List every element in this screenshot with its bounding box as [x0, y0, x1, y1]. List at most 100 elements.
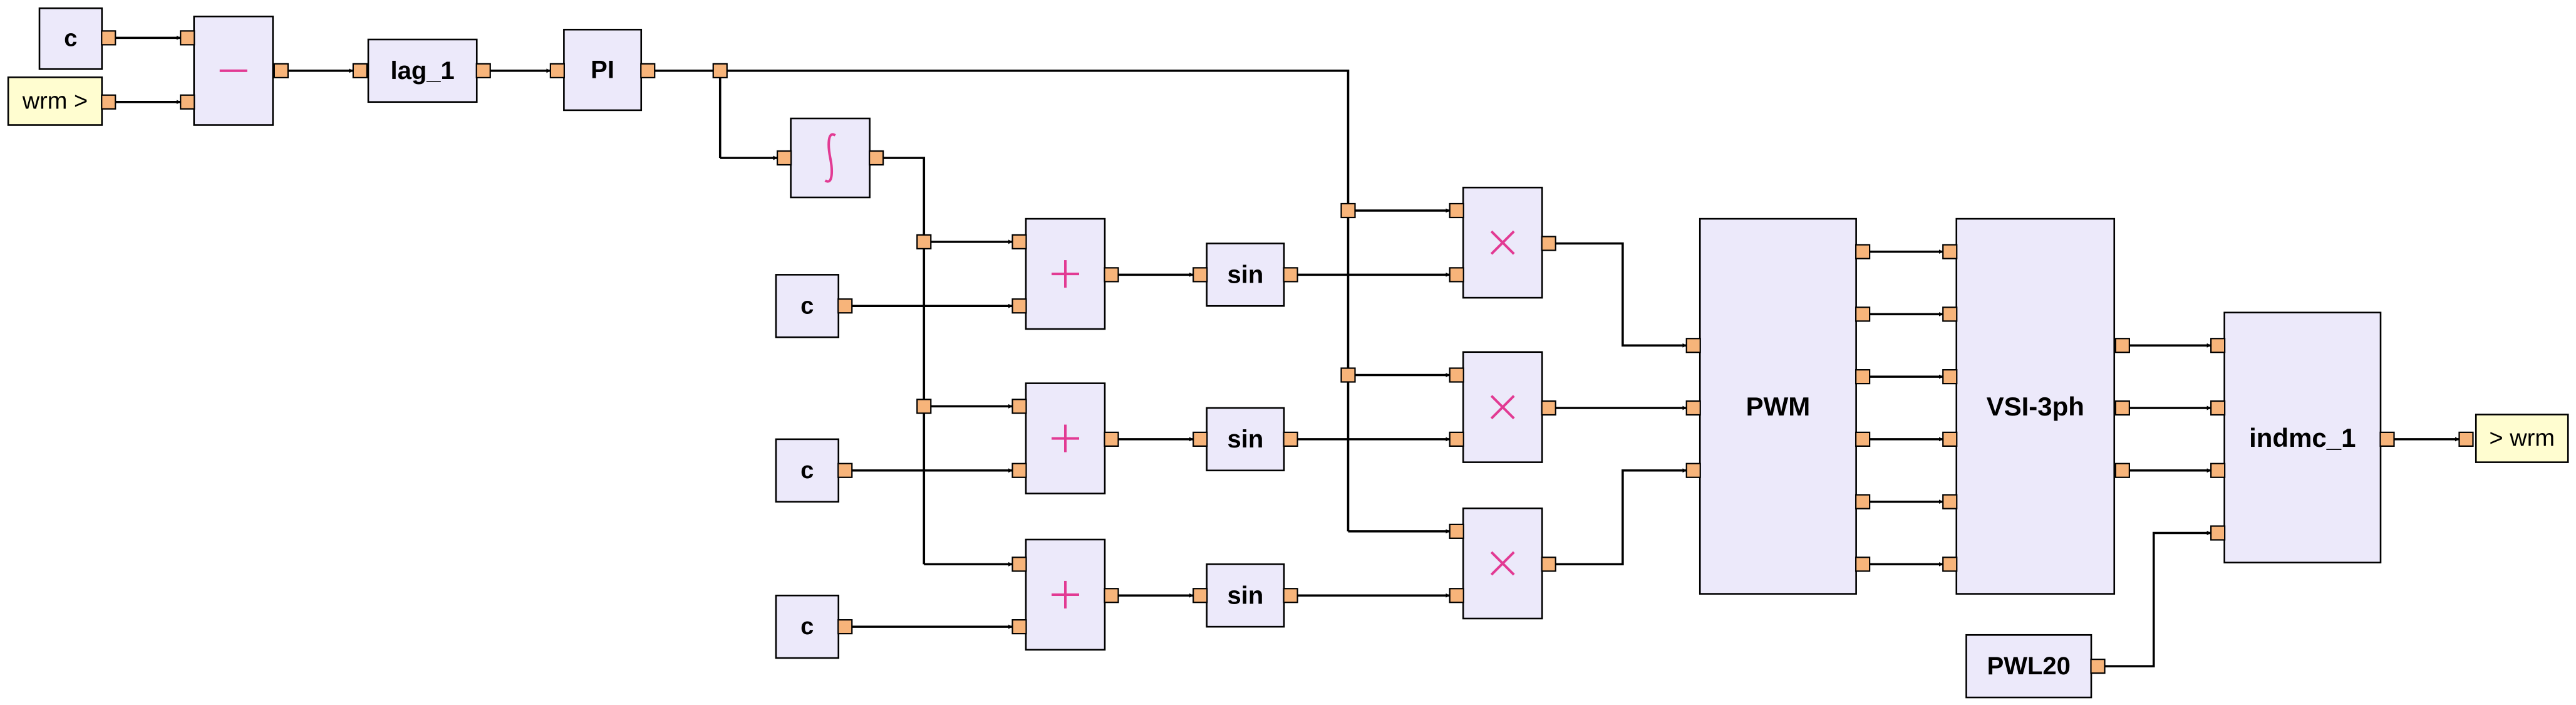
vsi-input-port[interactable]: [1942, 556, 1958, 572]
port[interactable]: [1011, 619, 1027, 635]
integrator-block[interactable]: [790, 117, 871, 199]
port[interactable]: [1685, 462, 1701, 478]
pwm-output-port[interactable]: [1855, 431, 1871, 447]
port[interactable]: [2379, 431, 2395, 447]
port[interactable]: [1192, 588, 1208, 603]
pwm-output-port[interactable]: [1855, 244, 1871, 259]
output-port-wrm[interactable]: > wrm: [2475, 414, 2569, 463]
port[interactable]: [1011, 298, 1027, 314]
port[interactable]: [1011, 556, 1027, 572]
input-port-wrm-body: [7, 76, 103, 126]
pi-block-body: [563, 28, 643, 112]
wire-pwl-to-motor: [2104, 531, 2211, 667]
lag-block-body: [367, 38, 478, 103]
port[interactable]: [1192, 267, 1208, 283]
wire-integrator-trunk: [882, 157, 926, 565]
port[interactable]: [180, 94, 195, 110]
port[interactable]: [837, 462, 853, 478]
pi-block[interactable]: PI: [563, 28, 643, 112]
port[interactable]: [180, 30, 195, 46]
pwm-output-port[interactable]: [1855, 556, 1871, 572]
port[interactable]: [1104, 431, 1119, 447]
vsi-input-port[interactable]: [1942, 306, 1958, 322]
port[interactable]: [2090, 659, 2106, 674]
port[interactable]: [1449, 588, 1464, 603]
port[interactable]: [1449, 523, 1464, 539]
pwl-block[interactable]: PWL20: [1965, 634, 2092, 699]
port[interactable]: [273, 63, 289, 78]
port[interactable]: [1449, 267, 1464, 283]
port[interactable]: [475, 63, 491, 78]
port[interactable]: [837, 298, 853, 314]
const-block-2[interactable]: c: [775, 438, 840, 503]
vsi-output-port[interactable]: [2114, 400, 2130, 416]
port[interactable]: [1011, 399, 1027, 414]
multiply-block-2[interactable]: [1462, 351, 1543, 463]
sin-block-3[interactable]: sin: [1206, 563, 1285, 628]
const-block-1[interactable]: c: [775, 274, 840, 338]
port[interactable]: [777, 150, 792, 166]
vsi-input-port[interactable]: [1942, 494, 1958, 509]
const-block-3[interactable]: c: [775, 594, 840, 659]
pwm-block-body: [1699, 217, 1857, 595]
motor-input-port[interactable]: [2210, 462, 2226, 478]
port[interactable]: [1283, 431, 1298, 447]
port[interactable]: [1283, 588, 1298, 603]
port[interactable]: [1011, 234, 1027, 249]
motor-input-port[interactable]: [2210, 525, 2226, 541]
vsi-block[interactable]: VSI-3ph: [1955, 217, 2116, 595]
vsi-block-body: [1955, 217, 2116, 595]
pwm-block[interactable]: PWM: [1699, 217, 1857, 595]
multiply-block-3[interactable]: [1462, 507, 1543, 620]
motor-block[interactable]: indmc_1: [2223, 311, 2382, 564]
vsi-output-port[interactable]: [2114, 338, 2130, 353]
pwm-output-port[interactable]: [1855, 369, 1871, 385]
pwm-output-port[interactable]: [1855, 494, 1871, 509]
port[interactable]: [1104, 588, 1119, 603]
subtract-block[interactable]: [193, 15, 274, 126]
vsi-input-port[interactable]: [1942, 369, 1958, 385]
port[interactable]: [101, 30, 116, 46]
port[interactable]: [1104, 267, 1119, 283]
motor-input-port[interactable]: [2210, 338, 2226, 353]
const-block-top[interactable]: c: [38, 7, 103, 70]
port[interactable]: [549, 63, 565, 78]
vsi-input-port[interactable]: [1942, 244, 1958, 259]
sin-block-1-body: [1206, 243, 1285, 307]
add-block-2[interactable]: [1025, 382, 1106, 494]
lag-block[interactable]: lag_1: [367, 38, 478, 103]
add-block-3[interactable]: [1025, 538, 1106, 651]
port[interactable]: [1449, 202, 1464, 219]
port[interactable]: [1685, 338, 1701, 353]
port[interactable]: [1283, 267, 1298, 283]
port[interactable]: [1541, 400, 1556, 416]
add-block-1-plus-icon: [1052, 260, 1079, 288]
motor-input-port[interactable]: [2210, 400, 2226, 416]
port[interactable]: [1541, 236, 1556, 251]
port[interactable]: [1449, 367, 1464, 383]
port[interactable]: [640, 63, 656, 78]
connection-wires: [115, 35, 2460, 667]
port[interactable]: [869, 150, 884, 166]
input-port-wrm[interactable]: wrm >: [7, 76, 103, 126]
add-block-2-plus-icon: [1052, 424, 1079, 452]
vsi-input-port[interactable]: [1942, 431, 1958, 447]
port[interactable]: [1192, 431, 1208, 447]
pwm-output-port[interactable]: [1855, 306, 1871, 322]
wire-junction: [916, 234, 932, 249]
port[interactable]: [1011, 462, 1027, 478]
port[interactable]: [1541, 556, 1556, 572]
add-block-1[interactable]: [1025, 217, 1106, 330]
pi-block-label: PI: [591, 56, 614, 84]
port[interactable]: [352, 63, 368, 78]
sin-block-1[interactable]: sin: [1206, 243, 1285, 307]
port[interactable]: [2458, 431, 2474, 447]
add-block-3-plus-icon: [1052, 580, 1079, 608]
port[interactable]: [1685, 400, 1701, 416]
vsi-output-port[interactable]: [2114, 462, 2130, 478]
port[interactable]: [837, 619, 853, 635]
port[interactable]: [1449, 431, 1464, 447]
port[interactable]: [101, 94, 116, 110]
multiply-block-1[interactable]: [1462, 186, 1543, 299]
sin-block-2[interactable]: sin: [1206, 407, 1285, 472]
